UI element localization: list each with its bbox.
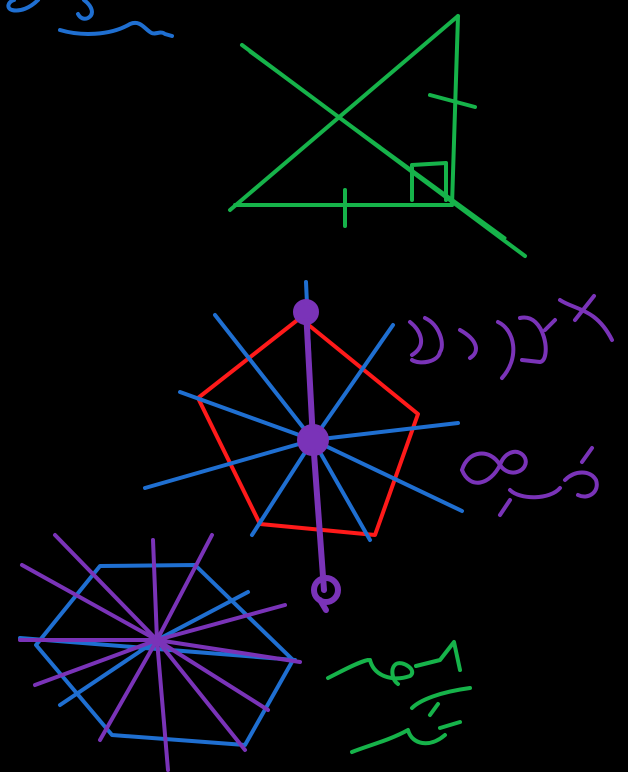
hexagon-with-symmetry-lines [18, 533, 302, 772]
pentagon-with-symmetry-lines [143, 280, 464, 613]
handwritten-label-3 [326, 640, 462, 686]
hexagon-label [326, 640, 472, 754]
handwritten-label-4 [350, 686, 472, 754]
hexagon-symmetry-rays [18, 533, 302, 772]
handwritten-label-2 [460, 446, 599, 517]
pentagon-center-axis [293, 299, 341, 613]
top-left-handwriting [6, 0, 174, 38]
right-triangle-with-axis [228, 14, 527, 258]
handwritten-label-1 [408, 294, 614, 380]
pentagon-label [408, 294, 614, 517]
